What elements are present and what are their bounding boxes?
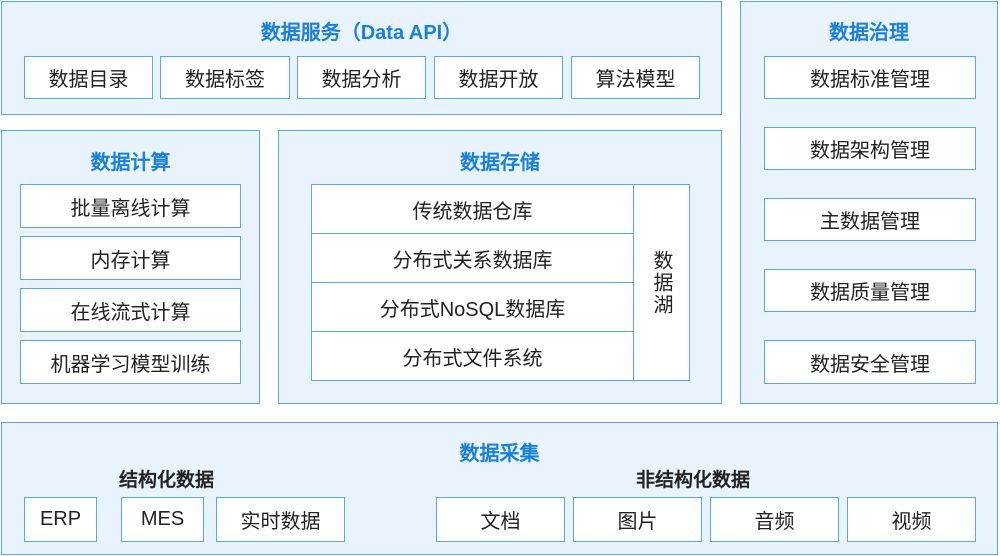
service-item: 算法模型	[571, 56, 700, 99]
panel-title: 数据存储	[460, 152, 540, 174]
compute-item: 批量离线计算	[20, 184, 241, 228]
structured-label: 结构化数据	[119, 470, 215, 491]
data-compute-panel: 数据计算 批量离线计算 内存计算 在线流式计算 机器学习模型训练	[1, 130, 260, 404]
service-item: 数据标签	[160, 56, 290, 99]
structured-item: MES	[121, 497, 204, 542]
storage-item: 传统数据仓库	[312, 185, 633, 234]
panel-title: 数据治理	[829, 22, 909, 44]
structured-item: ERP	[24, 497, 97, 542]
governance-item: 数据标准管理	[764, 56, 976, 99]
data-collect-panel: 数据采集 结构化数据 非结构化数据 ERP MES 实时数据 文档 图片 音频 …	[1, 422, 998, 555]
service-item: 数据分析	[297, 56, 426, 99]
compute-item: 在线流式计算	[20, 288, 241, 332]
storage-item: 分布式文件系统	[402, 348, 543, 370]
governance-item: 数据质量管理	[764, 269, 976, 312]
storage-table: 传统数据仓库 分布式关系数据库 分布式NoSQL数据库 分布式文件系统 数据湖	[311, 184, 690, 381]
unstructured-item: 文档	[436, 497, 565, 542]
unstructured-item: 图片	[573, 497, 702, 542]
compute-item: 内存计算	[20, 236, 241, 280]
data-governance-panel: 数据治理 数据标准管理 数据架构管理 主数据管理 数据质量管理 数据安全管理	[740, 1, 998, 404]
compute-item: 机器学习模型训练	[20, 340, 241, 384]
service-item: 数据目录	[24, 56, 153, 99]
service-item: 数据开放	[434, 56, 563, 99]
data-lake: 数据湖	[633, 185, 689, 380]
unstructured-item: 音频	[710, 497, 839, 542]
unstructured-label: 非结构化数据	[636, 470, 751, 491]
panel-title: 数据服务（Data API）	[260, 22, 463, 44]
panel-title: 数据采集	[459, 443, 540, 465]
governance-item: 主数据管理	[764, 198, 976, 241]
storage-item: 分布式关系数据库	[312, 234, 633, 283]
unstructured-item: 视频	[847, 497, 976, 542]
storage-item: 分布式NoSQL数据库	[312, 283, 633, 332]
structured-item: 实时数据	[216, 497, 345, 542]
panel-title: 数据计算	[90, 152, 171, 174]
governance-item: 数据安全管理	[764, 340, 976, 384]
governance-item: 数据架构管理	[764, 127, 976, 170]
data-service-panel: 数据服务（Data API） 数据目录 数据标签 数据分析 数据开放 算法模型	[1, 1, 722, 115]
